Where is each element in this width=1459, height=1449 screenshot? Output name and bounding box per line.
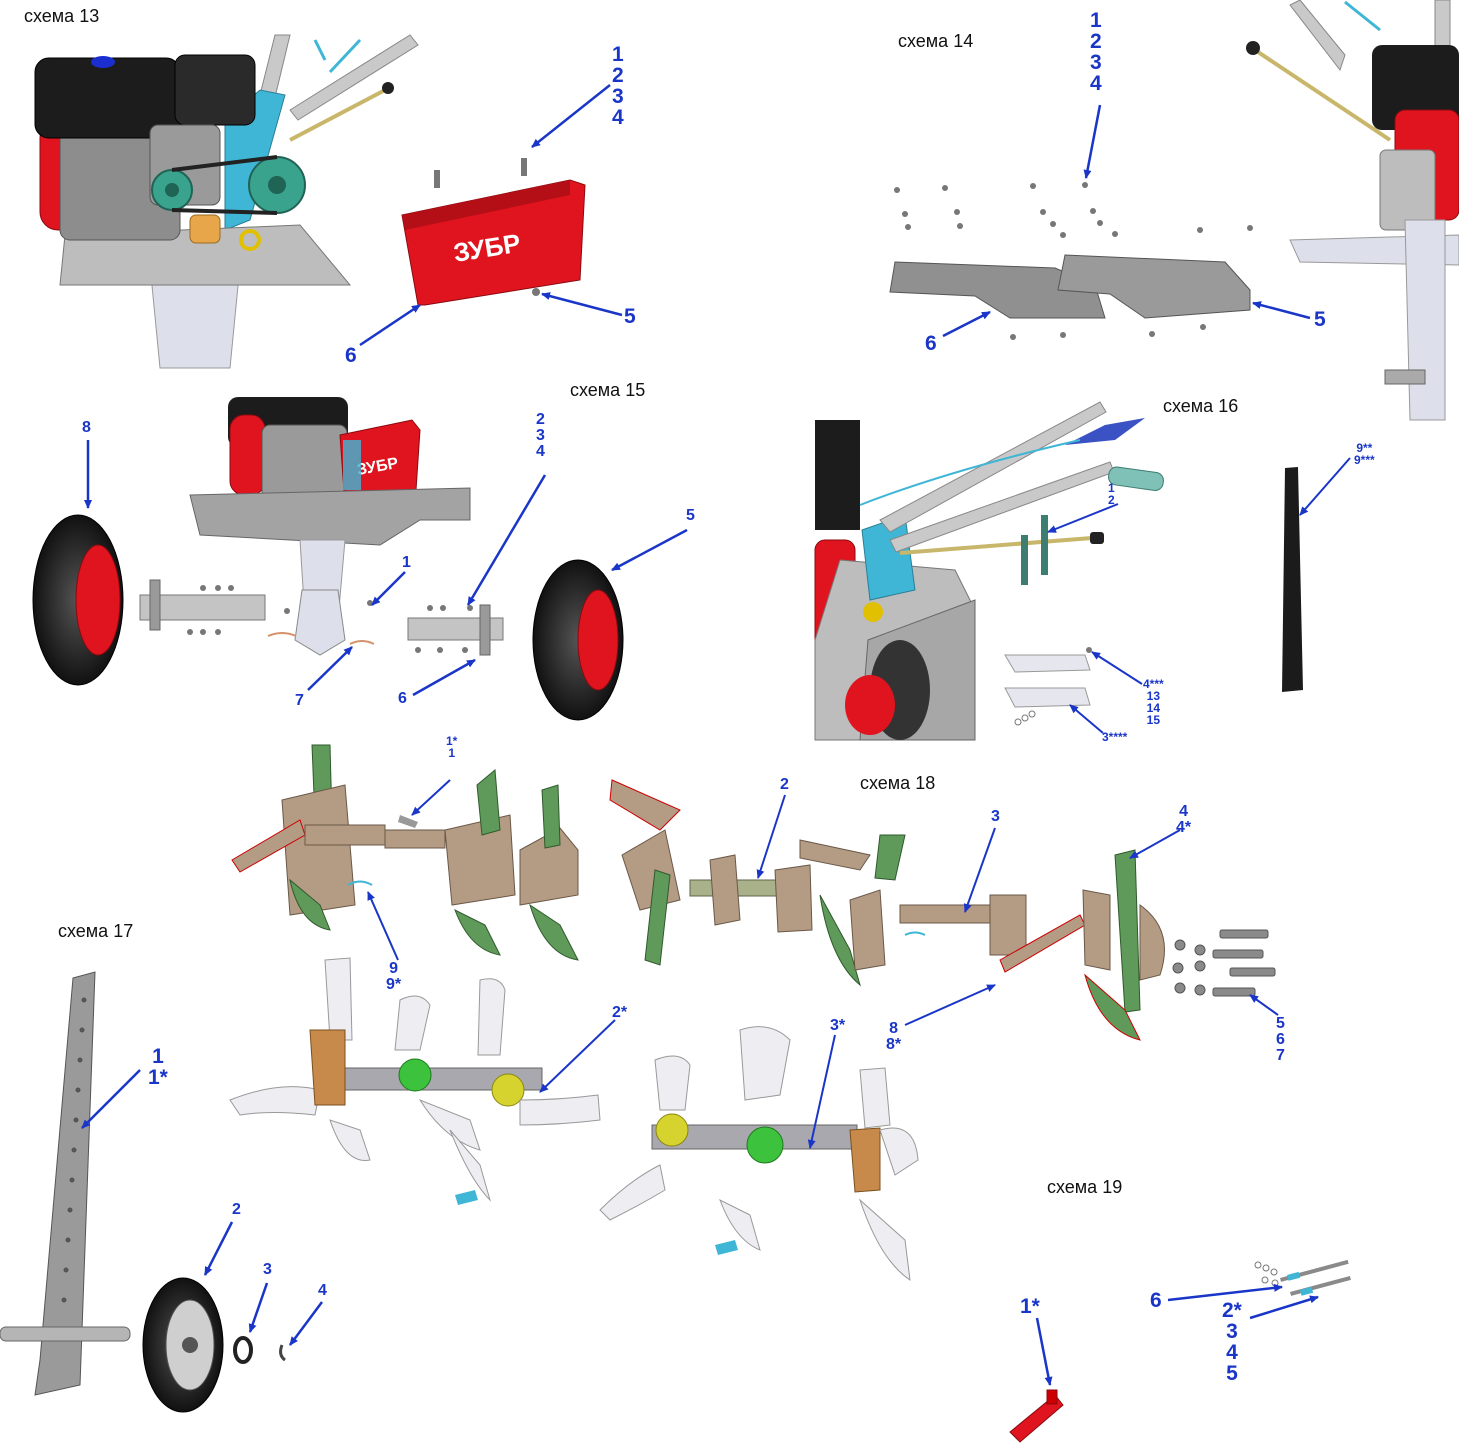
scheme-15-drawing: ЗУБР [32, 397, 688, 721]
callout-arrow [371, 571, 406, 606]
callout-13-5: 5 [624, 305, 636, 328]
callout-15-2-4: 2 3 4 [536, 411, 545, 460]
scheme-18-drawing [229, 744, 1279, 1282]
callout-arrow [541, 292, 623, 317]
callout-arrow [288, 1301, 324, 1346]
callout-arrow [359, 303, 421, 347]
scheme-19-drawing [1009, 1259, 1351, 1443]
scheme-15-title: схема 15 [570, 380, 646, 400]
callout-arrow [1069, 704, 1104, 734]
callout-13-6: 6 [345, 344, 357, 367]
callout-arrow [203, 1221, 234, 1276]
callout-arrow [1167, 1283, 1283, 1302]
callout-16-9: 9** 9*** [1354, 441, 1375, 467]
callout-arrow [81, 1069, 141, 1129]
callout-arrow [904, 984, 996, 1026]
callout-arrow [1249, 994, 1279, 1016]
callout-13-1-4: 1 2 3 4 [612, 43, 624, 129]
callout-arrow [1083, 104, 1102, 179]
callout-arrow [1091, 651, 1143, 685]
callout-18-2: 2 [780, 776, 789, 793]
callout-arrow [412, 658, 476, 697]
callout-arrow [1047, 503, 1119, 533]
callout-17-3: 3 [263, 1261, 272, 1278]
callout-18-4: 4 4* [1176, 803, 1192, 836]
callout-19-6: 6 [1150, 1289, 1162, 1312]
callout-18-2star: 2* [612, 1004, 628, 1021]
callout-arrow [411, 779, 451, 816]
callout-19-1: 1* [1020, 1295, 1040, 1318]
callout-14-5: 5 [1314, 308, 1326, 331]
callout-arrow [1035, 1317, 1053, 1386]
callout-arrow [1129, 829, 1181, 859]
callout-17-1: 1 1* [148, 1045, 168, 1089]
callout-19-2-5: 2* 3 4 5 [1222, 1299, 1242, 1385]
callout-14-1-4: 1 2 3 4 [1090, 9, 1102, 95]
callout-arrow [756, 794, 786, 879]
scheme-18-title: схема 18 [860, 773, 936, 793]
callout-16-3: 3**** [1102, 730, 1128, 744]
callout-17-4: 4 [318, 1282, 327, 1299]
callout-15-8: 8 [82, 419, 91, 436]
callout-arrow [466, 474, 547, 606]
callout-18-9: 9 9* [386, 960, 402, 993]
callout-18-8: 8 8* [886, 1020, 902, 1053]
callout-arrow [367, 891, 399, 961]
callout-16-1-2: 1 2 [1108, 481, 1115, 507]
callout-arrow [807, 1034, 836, 1149]
callout-arrow [1252, 301, 1311, 320]
callout-18-1: 1* 1 [446, 734, 458, 760]
callout-arrow [1249, 1295, 1319, 1320]
callout-15-6: 6 [398, 690, 407, 707]
callout-14-6: 6 [925, 332, 937, 355]
callout-18-3star: 3* [830, 1017, 846, 1034]
callout-arrow [531, 84, 611, 148]
callout-arrow [963, 827, 996, 913]
scheme-17-title: схема 17 [58, 921, 134, 941]
scheme-14-title: схема 14 [898, 31, 974, 51]
callout-arrow [248, 1282, 269, 1333]
callout-15-7: 7 [295, 692, 304, 709]
callout-15-5: 5 [686, 507, 695, 524]
callout-15-1: 1 [402, 554, 411, 571]
callout-16-4-13-15: 4*** 13 14 15 [1143, 677, 1164, 727]
callout-18-5-7: 5 6 7 [1276, 1015, 1285, 1064]
callout-arrow [539, 1019, 616, 1093]
callout-arrow [611, 528, 688, 572]
scheme-14-drawing [889, 0, 1459, 421]
scheme-16-title: схема 16 [1163, 396, 1239, 416]
callout-arrow [942, 310, 991, 338]
scheme-16-drawing [814, 401, 1351, 741]
scheme-13-title: схема 13 [24, 6, 100, 26]
scheme-19-title: схема 19 [1047, 1177, 1123, 1197]
callout-arrow [1299, 457, 1351, 516]
callout-18-3: 3 [991, 808, 1000, 825]
scheme-17-drawing [0, 971, 324, 1413]
scheme-13-drawing: ЗУБР [34, 34, 623, 369]
callout-17-2: 2 [232, 1201, 241, 1218]
callout-arrow [307, 646, 353, 691]
